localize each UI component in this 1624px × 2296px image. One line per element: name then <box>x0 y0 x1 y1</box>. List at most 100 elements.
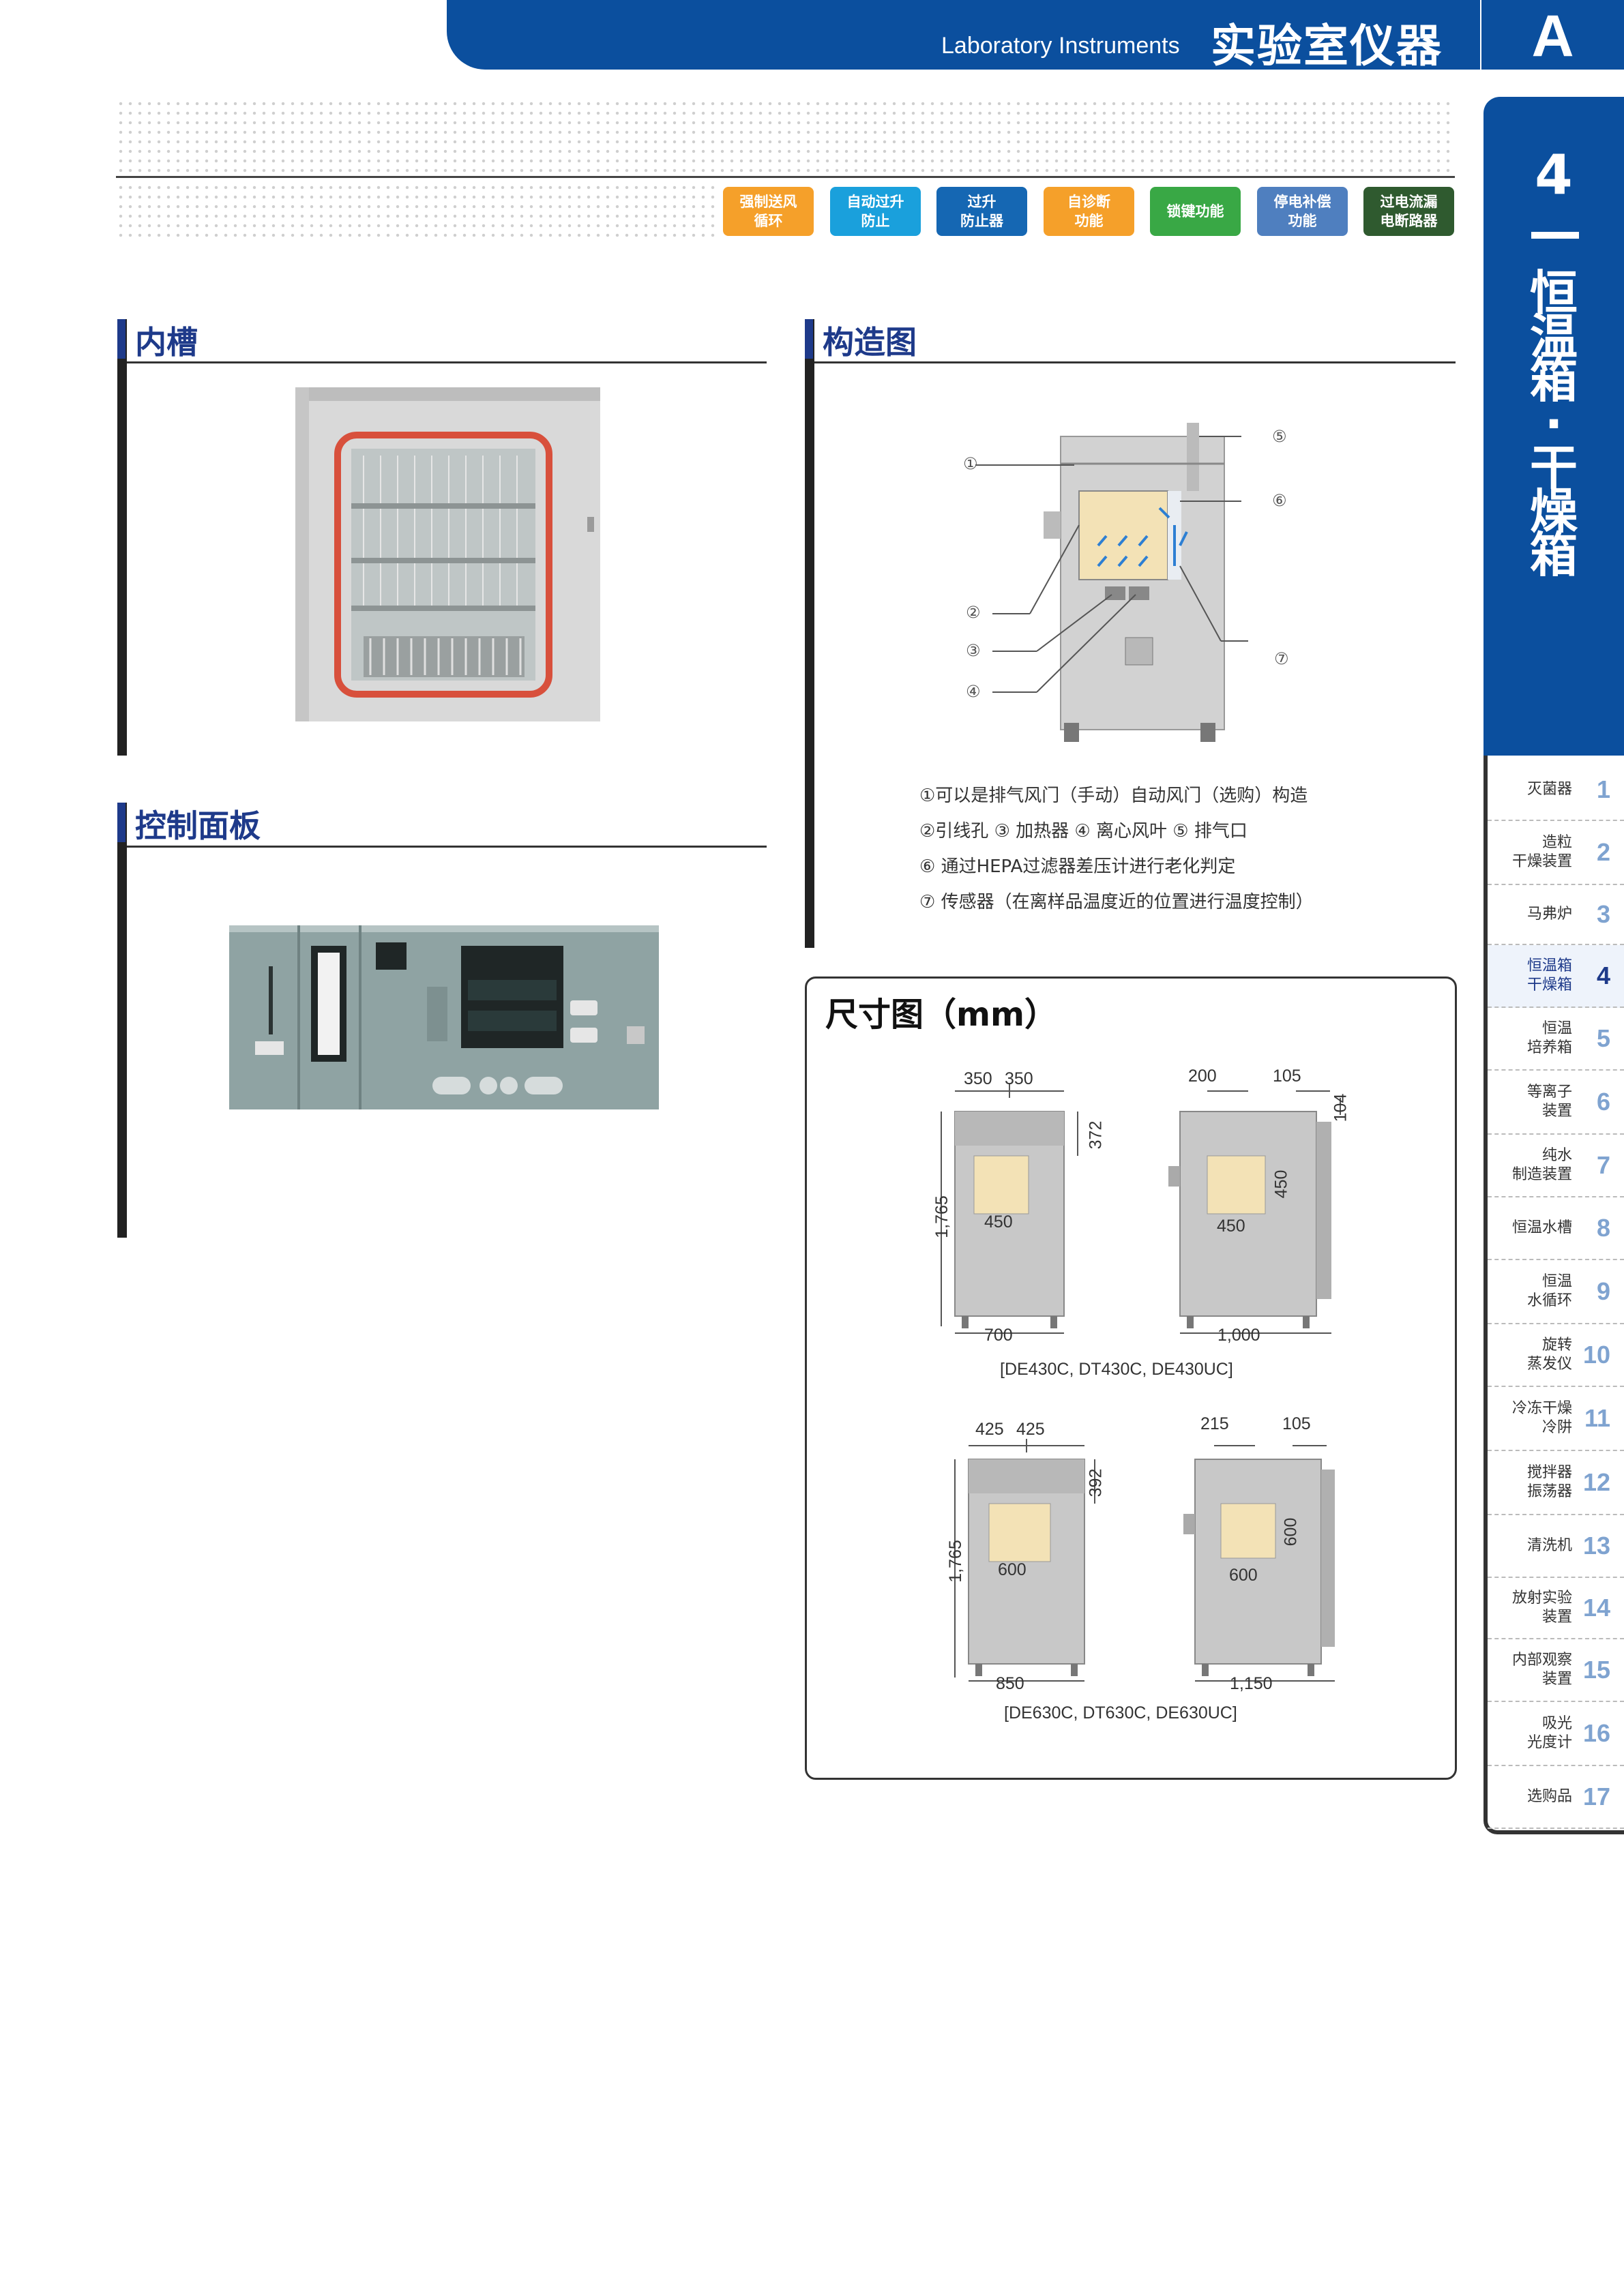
inner-tank-photo <box>295 387 600 721</box>
sidebar-item[interactable]: 恒温箱 干燥箱 4 <box>1488 945 1624 1008</box>
sidebar-item[interactable]: 等离子 装置 6 <box>1488 1071 1624 1135</box>
sidebar-item-label: 恒温箱 干燥箱 <box>1526 957 1572 994</box>
dim-630-side-width: 1,150 <box>1230 1674 1273 1693</box>
dim-430-side-right: 104 <box>1331 1093 1350 1122</box>
dim-630-front-right: 392 <box>1086 1468 1106 1497</box>
sidebar-item-number: 8 <box>1596 1214 1610 1242</box>
feature-badge-label: 过升 防止器 <box>960 194 1003 229</box>
dim-front-430 <box>941 1084 1078 1334</box>
dim-630-front-tl: 425 <box>975 1420 1004 1439</box>
sidebar-title-char: 干 <box>1530 440 1578 496</box>
section-accent <box>117 319 126 359</box>
sidebar-item-number: 1 <box>1596 775 1610 803</box>
dim-430-side-tl: 200 <box>1188 1067 1217 1086</box>
dimensions-box <box>805 976 1457 1780</box>
sidebar-chapter-tab[interactable] <box>1483 97 1624 756</box>
sidebar-title-char: 燥 <box>1530 483 1578 539</box>
callout-6: ⑥ <box>1272 491 1287 510</box>
sidebar-item-number: 2 <box>1596 838 1610 866</box>
sidebar-item[interactable]: 搅拌器 振荡器 12 <box>1488 1451 1624 1515</box>
feature-badge: 过电流漏 电断路器 <box>1363 187 1454 236</box>
callout-3: ③ <box>966 641 981 660</box>
sidebar-item-label: 内部观察 装置 <box>1511 1652 1572 1688</box>
sidebar-item-number: 14 <box>1582 1594 1610 1622</box>
section-accent <box>805 319 813 359</box>
feature-badge: 自动过升 防止 <box>830 187 921 236</box>
dim-430-front-tl: 350 <box>964 1069 992 1088</box>
sidebar-title-char: 恒 <box>1530 265 1578 321</box>
structure-diagram <box>975 423 1248 742</box>
callout-4: ④ <box>966 682 981 701</box>
dim-430-front-width: 700 <box>984 1326 1013 1345</box>
dim-630-front-tr: 425 <box>1016 1420 1045 1439</box>
feature-badge-label: 停电补偿 功能 <box>1273 194 1331 229</box>
dim-630-side-inner-h: 600 <box>1281 1517 1301 1547</box>
dotted-band-bottom <box>116 183 716 237</box>
dim-630-front-height: 1,765 <box>945 1540 965 1583</box>
dim-430-front-right: 372 <box>1086 1120 1106 1150</box>
sidebar-list-frame <box>1483 756 1624 1834</box>
sidebar-item-number: 4 <box>1596 961 1610 989</box>
dim-430-caption: [DE430C, DT430C, DE430UC] <box>1000 1360 1233 1379</box>
section-accent <box>117 803 126 842</box>
dim-side-430 <box>1168 1090 1341 1334</box>
dim-630-caption: [DE630C, DT630C, DE630UC] <box>1004 1703 1237 1723</box>
section-bar-inner <box>117 319 127 756</box>
section-underline <box>127 361 767 363</box>
dimensions-title: 尺寸图（mm） <box>825 996 1058 1034</box>
sidebar-item-label: 清洗机 <box>1526 1537 1572 1554</box>
sidebar-item-label: 搅拌器 振荡器 <box>1526 1464 1572 1500</box>
sidebar-item-label: 纯水 制造装置 <box>1511 1147 1572 1183</box>
sidebar-item[interactable]: 恒温水槽 8 <box>1488 1197 1624 1260</box>
control-panel-photo <box>229 925 659 1109</box>
sidebar-item-label: 恒温水槽 <box>1511 1219 1572 1236</box>
feature-badge-label: 自动过升 防止 <box>846 194 904 229</box>
feature-badge-label: 锁键功能 <box>1166 203 1224 220</box>
callout-5: ⑤ <box>1272 427 1287 446</box>
sidebar-item-number: 17 <box>1582 1783 1610 1810</box>
header-bar <box>447 0 1480 70</box>
sidebar-dash <box>1531 232 1579 239</box>
feature-badge: 锁键功能 <box>1150 187 1241 236</box>
dim-430-side-width: 1,000 <box>1217 1326 1260 1345</box>
sidebar-chapter-number: 4 <box>1535 143 1573 207</box>
dim-front-630 <box>954 1439 1095 1682</box>
dim-630-side-tl: 215 <box>1200 1414 1229 1433</box>
feature-badge-label: 强制送风 循环 <box>739 194 797 229</box>
section-letter: A <box>1531 3 1574 69</box>
dim-630-front-width: 850 <box>996 1674 1024 1693</box>
feature-badge: 过升 防止器 <box>936 187 1027 236</box>
dim-430-front-inner: 450 <box>984 1212 1013 1232</box>
feature-badge-label: 自诊断 功能 <box>1067 194 1110 229</box>
callout-1: ① <box>963 454 978 473</box>
structure-caption-4: ⑦ 传感器（在离样品温度近的位置进行温度控制） <box>919 892 1314 912</box>
dim-630-side-inner-w: 600 <box>1229 1566 1258 1585</box>
feature-badge-label: 过电流漏 电断路器 <box>1380 194 1438 229</box>
section-title-panel: 控制面板 <box>135 807 261 844</box>
dim-430-front-tr: 350 <box>1005 1069 1033 1088</box>
sidebar-title-char: 箱 <box>1530 527 1578 583</box>
sidebar-item-label: 等离子 装置 <box>1526 1084 1572 1120</box>
section-letter-tab[interactable]: A <box>1481 0 1624 70</box>
dim-430-side-tr: 105 <box>1273 1067 1301 1086</box>
feature-badge: 强制送风 循环 <box>723 187 814 236</box>
dim-430-side-inner-h: 450 <box>1271 1169 1291 1199</box>
sidebar-item-number: 12 <box>1582 1468 1610 1496</box>
callout-2: ② <box>966 603 981 622</box>
sidebar-item-number: 6 <box>1596 1088 1610 1116</box>
sidebar-chapter-title: 恒温箱·干燥箱 <box>1483 265 1624 583</box>
feature-badge: 自诊断 功能 <box>1044 187 1134 236</box>
